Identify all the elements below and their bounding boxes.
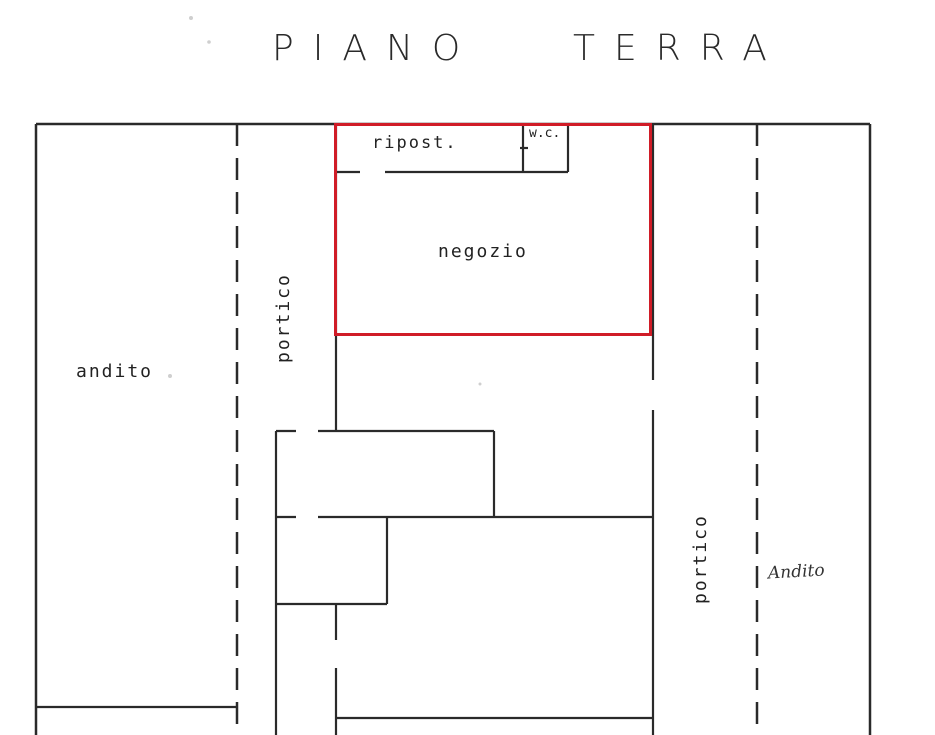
title-terra: TERRA bbox=[573, 28, 786, 69]
scan-specks bbox=[168, 16, 482, 386]
room-label-ripost: ripost. bbox=[372, 133, 458, 153]
room-label-andito-handwritten: Andito bbox=[767, 560, 826, 584]
room-label-wc: w.c. bbox=[529, 126, 561, 141]
title-piano: PIANO bbox=[272, 28, 480, 69]
room-label-portico-left: portico bbox=[273, 273, 294, 363]
inner-rooms bbox=[274, 429, 653, 735]
highlight-box-negozio bbox=[334, 123, 652, 336]
room-label-portico-right: portico bbox=[690, 514, 711, 604]
room-label-andito: andito bbox=[76, 361, 154, 382]
room-label-negozio: negozio bbox=[438, 241, 528, 262]
